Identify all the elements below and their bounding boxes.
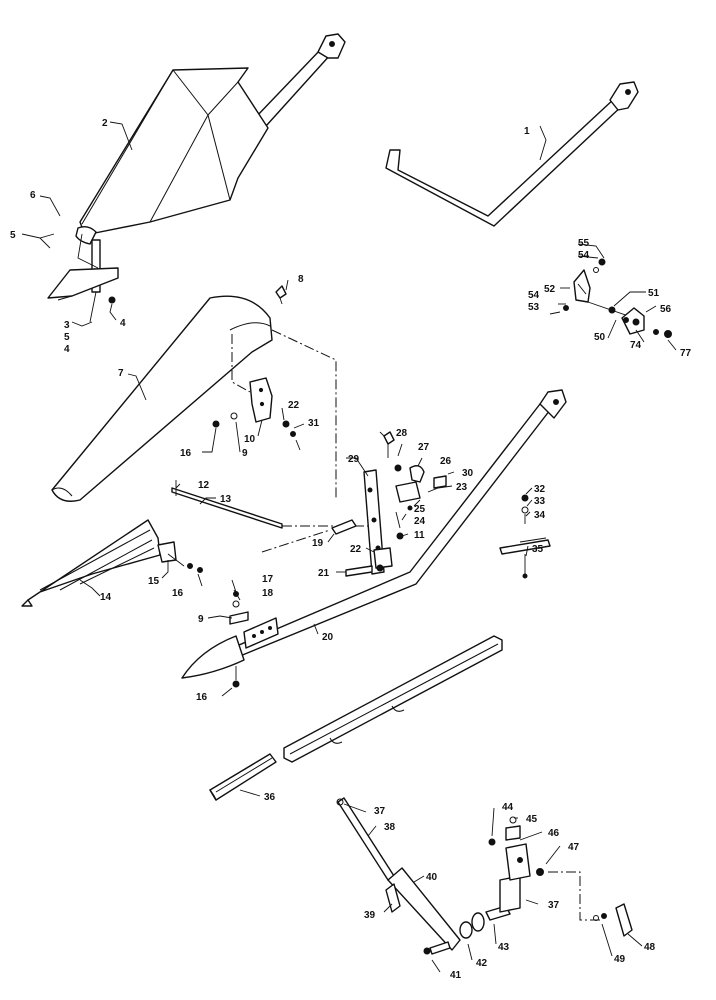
callout-19: 19 [312,538,324,549]
callout-52: 52 [544,284,556,295]
callout-13: 13 [220,494,232,505]
callout-12: 12 [198,480,210,491]
callout-38: 38 [384,822,396,833]
callout-47: 47 [568,842,580,853]
leader-lines [21,121,677,973]
part-7-snout-shield [51,285,337,502]
callout-30: 30 [462,468,474,479]
callout-36: 36 [264,792,276,803]
callout-9b: 9 [198,614,204,625]
callout-4a: 4 [120,318,126,329]
callout-16b: 16 [172,588,184,599]
callout-39: 39 [364,910,376,921]
callout-44: 44 [502,802,514,813]
callout-16a: 16 [180,448,192,459]
callout-50: 50 [594,332,606,343]
callout-31: 31 [308,418,320,429]
callout-56: 56 [660,304,672,315]
part-3-point-bracket [47,239,119,323]
callout-74: 74 [630,340,642,351]
parts-32-35-bracket [499,494,551,579]
callout-49: 49 [614,954,626,965]
parts-50-56-hardware [549,258,672,338]
callout-48: 48 [644,942,656,953]
callout-15: 15 [148,576,160,587]
callout-32: 32 [534,484,546,495]
callout-10: 10 [244,434,256,445]
part-20-main-frame [181,389,567,688]
callout-22b: 22 [350,544,362,555]
part-1-bent-rod [385,81,639,227]
callout-18: 18 [262,588,274,599]
callout-46: 46 [548,828,560,839]
callout-37a: 37 [374,806,386,817]
part-2-cone-shield [75,33,346,245]
callout-51: 51 [648,288,660,299]
callout-28: 28 [396,428,408,439]
callout-16c: 16 [196,692,208,703]
callout-34: 34 [534,510,546,521]
callout-7: 7 [118,368,124,379]
callout-1: 1 [524,126,530,137]
callout-54a: 54 [578,250,590,261]
callout-45: 45 [526,814,538,825]
callout-5b: 5 [64,332,70,343]
callout-24: 24 [414,516,426,527]
part-14-lower-shield [21,519,203,607]
callout-35: 35 [532,544,544,555]
parts-37-49-linkage [336,797,633,955]
callout-labels: 1 2 6 5 3 4 5 4 7 8 16 9 10 22 31 12 13 … [10,118,692,981]
callout-37b: 37 [548,900,560,911]
callout-22a: 22 [288,400,300,411]
callout-42: 42 [476,958,488,969]
callout-53: 53 [528,302,540,313]
callout-6: 6 [30,190,36,201]
callout-17: 17 [262,574,274,585]
part-13-rod [171,480,380,553]
callout-4b: 4 [64,344,70,355]
callout-41: 41 [450,970,462,981]
callout-8: 8 [298,274,304,285]
callout-43: 43 [498,942,510,953]
callout-5a: 5 [10,230,16,241]
callout-33: 33 [534,496,546,507]
callout-11: 11 [414,530,425,541]
callout-27: 27 [418,442,430,453]
callout-55: 55 [578,238,590,249]
callout-54b: 54 [528,290,540,301]
callout-40: 40 [426,872,438,883]
callout-2: 2 [102,118,108,129]
callout-26: 26 [440,456,452,467]
callout-14: 14 [100,592,112,603]
callout-29: 29 [348,454,360,465]
part-36-channel [209,635,503,801]
callout-20: 20 [322,632,334,643]
callout-3: 3 [64,320,70,331]
callout-25: 25 [414,504,426,515]
callout-77: 77 [680,348,692,359]
callout-9a: 9 [242,448,248,459]
callout-23: 23 [456,482,468,493]
callout-21: 21 [318,568,330,579]
